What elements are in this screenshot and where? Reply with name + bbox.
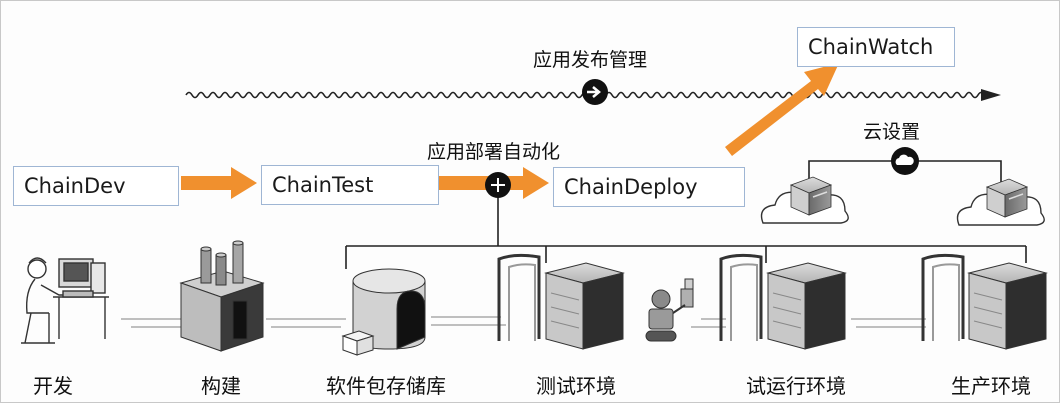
build-factory-icon: [179, 240, 265, 352]
flow-arrow-dev-to-test: [181, 167, 257, 199]
production-environment-icon: [921, 253, 1048, 350]
ground-lines: [121, 316, 926, 328]
cloud-setup-bracket: [808, 147, 1002, 183]
flow-arrow-deploy-to-watch: [725, 63, 839, 156]
test-environment-icon: [497, 253, 625, 350]
release-management-icon: [582, 79, 608, 105]
cloud-server-right: [956, 178, 1045, 226]
stage-label-production: 生产环境: [951, 374, 1031, 398]
stage-label-staging: 试运行环境: [746, 374, 846, 398]
stage-label-build: 构建: [201, 374, 241, 398]
auto-deploy-label: 应用部署自动化: [427, 141, 561, 163]
chaindev-box: ChainDev: [13, 166, 179, 206]
cloud-setup-label: 云设置: [863, 121, 921, 143]
staging-environment-icon: [719, 253, 847, 350]
stage-label-repository: 软件包存储库: [326, 374, 446, 398]
environment-bus-line: [345, 245, 1027, 269]
package-repository-icon: [341, 268, 426, 356]
chaintest-box: ChainTest: [261, 165, 439, 205]
stage-label-dev: 开发: [33, 374, 73, 398]
deploy-automation-icon: [485, 172, 511, 246]
chainwatch-box: ChainWatch: [797, 27, 955, 67]
developer-workstation-icon: [21, 257, 109, 344]
cloud-server-left: [760, 176, 849, 224]
release-management-label: 应用发布管理: [533, 49, 648, 71]
stage-label-test: 测试环境: [536, 374, 616, 398]
test-robot-icon: [645, 278, 694, 342]
chaindeploy-box: ChainDeploy: [553, 167, 745, 207]
